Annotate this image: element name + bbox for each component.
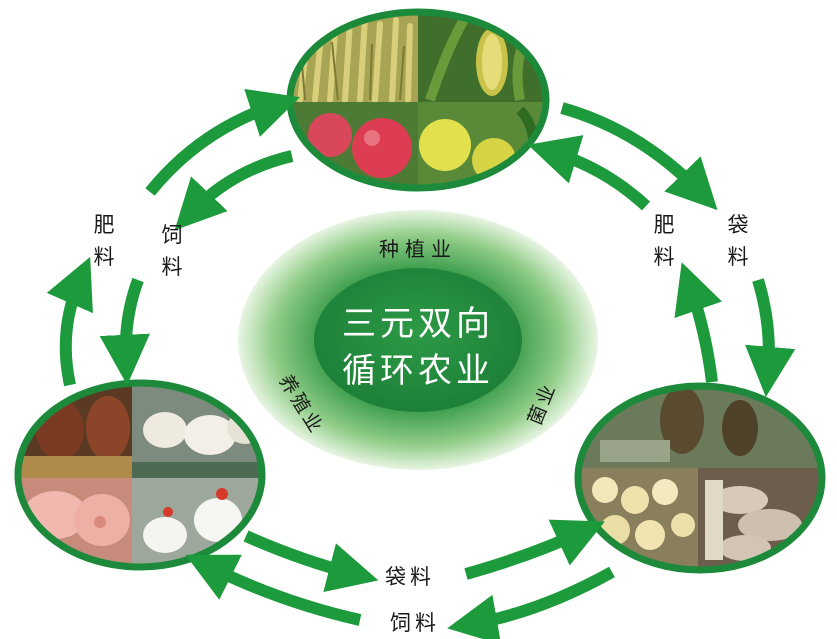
node-breeding (14, 379, 266, 571)
photo-white-mushrooms (578, 468, 698, 570)
arrow-fungi-up-lower (674, 262, 723, 383)
arrow-planting-to-fungi-upper (560, 102, 718, 211)
arrow-to-breeding-bottom (185, 554, 362, 626)
label-bag-material-right-1: 袋 (728, 213, 749, 237)
arrow-fungi-to-planting-upper (527, 135, 651, 211)
photo-oyster-mushrooms (698, 468, 822, 570)
flow-arrows (46, 88, 796, 639)
arrow-breeding-down-lower (99, 277, 150, 386)
arrow-breeding-to-planting-upper (145, 88, 300, 196)
label-fertilizer-left-1: 肥 (94, 213, 115, 237)
center-title-line1: 三元双向 (342, 304, 494, 344)
label-feed-left-1: 饲 (162, 223, 183, 247)
photo-morels (578, 386, 822, 468)
center-title-line2: 循环农业 (342, 351, 494, 391)
photo-chickens (132, 478, 262, 567)
label-fertilizer-right-2: 料 (654, 245, 675, 269)
flow-labels: 肥 料 饲 料 肥 料 袋 料 袋料 饲料 (94, 213, 749, 635)
label-feed-left-2: 料 (162, 255, 183, 279)
ring-label-planting: 种植业 (379, 237, 457, 261)
arrow-breeding-to-fungi-mid (243, 530, 379, 593)
node-planting (286, 8, 550, 192)
arrow-fungi-down-lower (745, 278, 796, 398)
label-bag-material-right-2: 料 (728, 245, 749, 269)
label-fertilizer-right-1: 肥 (654, 213, 675, 237)
label-feed-bottom: 饲料 (390, 611, 440, 635)
arrow-fungi-to-breeding-mid (464, 519, 605, 580)
node-fungi (574, 382, 826, 574)
arrow-planting-to-breeding-upper (174, 150, 294, 231)
arrow-fungi-to-breeding-bottom (447, 566, 615, 639)
center-ring: 三元双向 循环农业 种植业 养殖业 菌业 (238, 210, 598, 470)
arrow-breeding-up-lower (46, 256, 93, 387)
label-fertilizer-left-2: 料 (94, 245, 115, 269)
label-bag-material-bottom: 袋料 (385, 565, 435, 589)
